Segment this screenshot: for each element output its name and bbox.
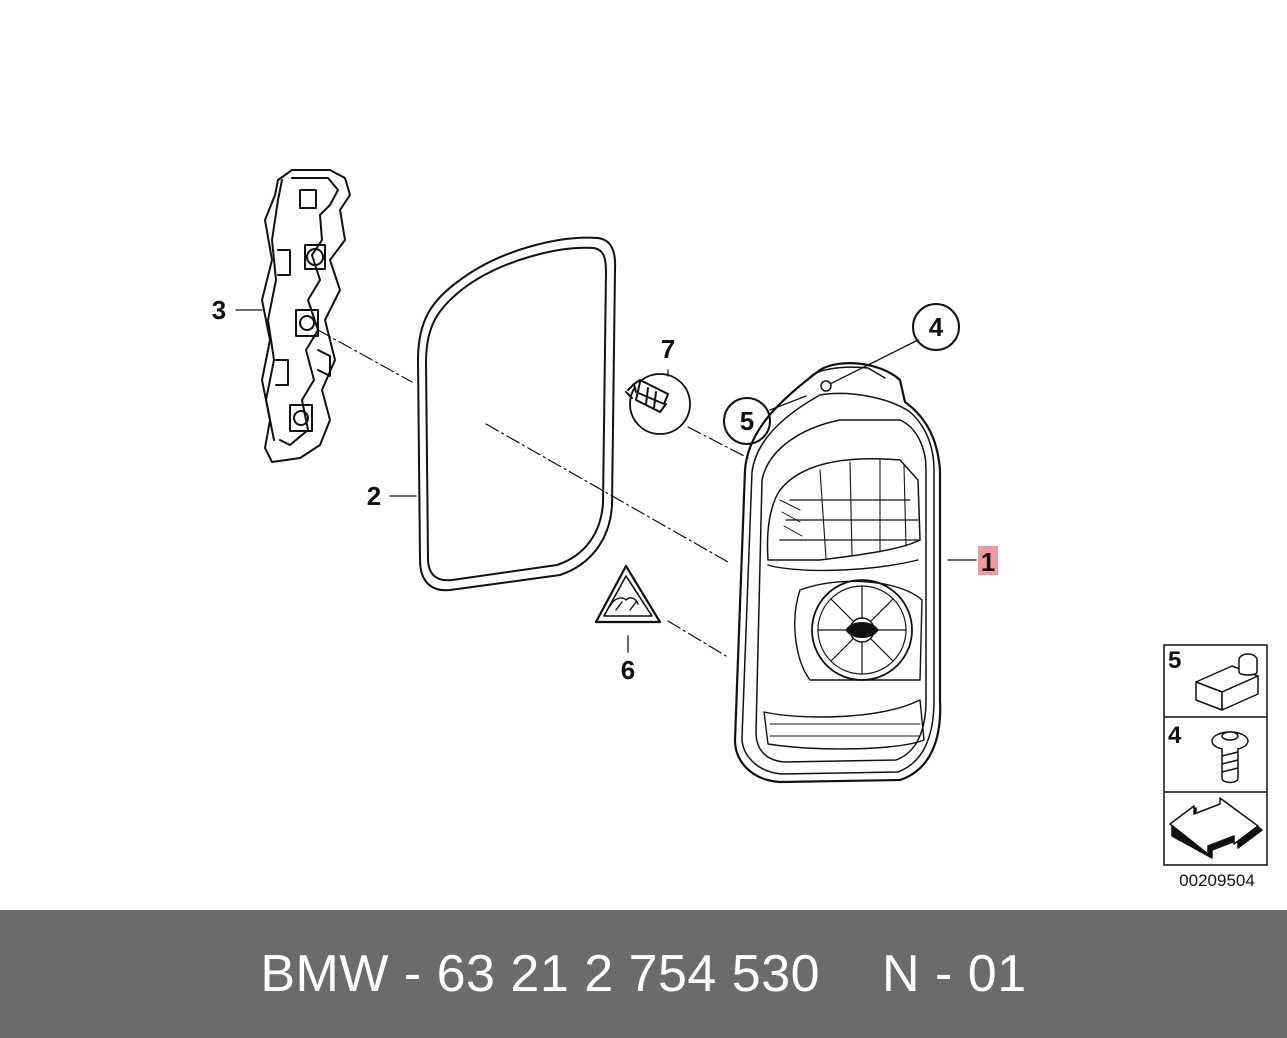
callout-5: 5 bbox=[740, 406, 754, 436]
variant-code: N - 01 bbox=[882, 945, 1027, 1003]
screw-icon bbox=[1211, 731, 1249, 784]
callout-3: 3 bbox=[212, 295, 226, 325]
callout-1-highlight bbox=[978, 546, 998, 575]
parts-diagram: 1 2 3 4 5 6 7 5 4 bbox=[212, 169, 1268, 890]
assembly-lines bbox=[317, 329, 749, 657]
diagram-reference-number: 00209504 bbox=[1179, 871, 1255, 890]
callout-4-circle bbox=[912, 303, 960, 351]
callout-4: 4 bbox=[929, 312, 944, 342]
bulb-holder-part bbox=[261, 169, 351, 463]
callout-1: 1 bbox=[981, 547, 995, 577]
arrow-icon bbox=[1169, 797, 1263, 859]
legend-panel: 5 4 bbox=[1163, 644, 1268, 866]
callout-5-circle bbox=[723, 397, 771, 445]
leader-lines bbox=[235, 309, 977, 653]
clip-nut-icon bbox=[1195, 653, 1259, 711]
gasket-part bbox=[417, 236, 617, 592]
tail-lamp-part bbox=[733, 362, 942, 784]
footer-bar: BMW - 63 21 2 754 530 N - 01 bbox=[0, 910, 1287, 1038]
legend-item-5: 5 bbox=[1168, 647, 1181, 674]
callout-2: 2 bbox=[367, 481, 381, 511]
bulb-part bbox=[625, 373, 691, 435]
callout-7: 7 bbox=[661, 334, 675, 364]
callout-6: 6 bbox=[621, 655, 635, 685]
part-number: BMW - 63 21 2 754 530 bbox=[260, 945, 821, 1003]
legend-item-4: 4 bbox=[1168, 722, 1182, 749]
warning-label-part bbox=[594, 564, 662, 624]
